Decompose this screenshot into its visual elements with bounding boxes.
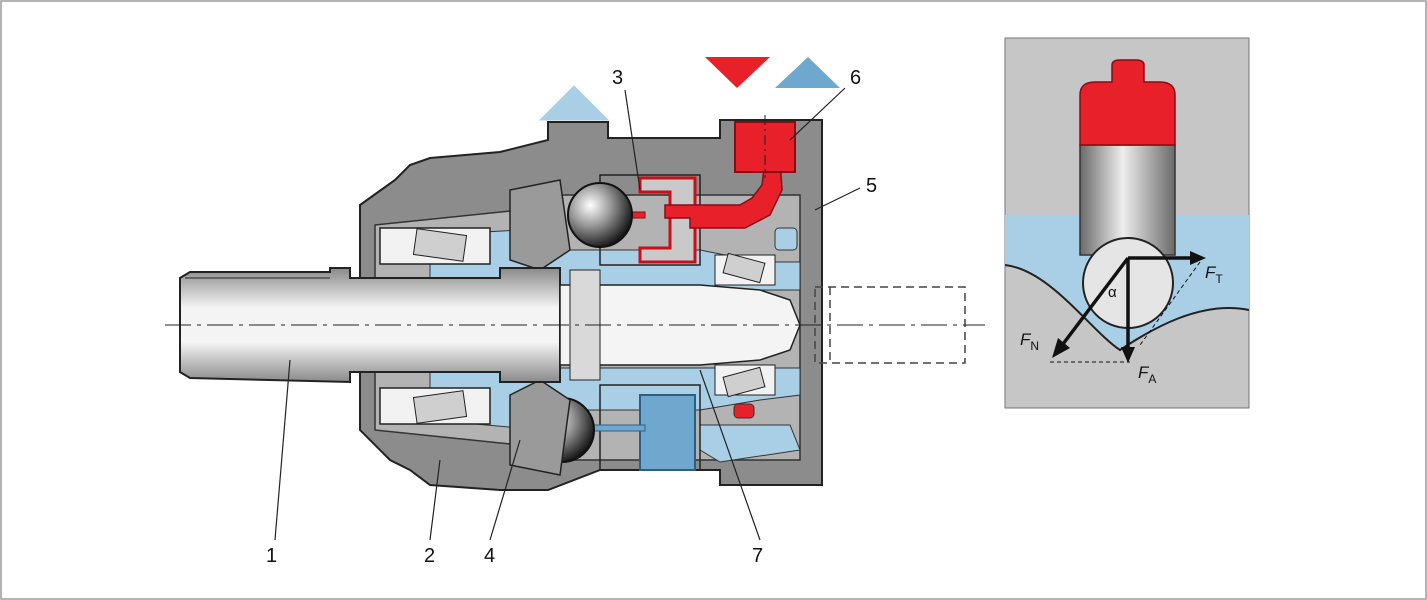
front-bearing-bottom [379, 387, 491, 425]
ball-piston-top [567, 182, 633, 248]
blue-triangle-up-left [538, 85, 610, 121]
front-bearing-top [379, 227, 491, 265]
red-triangle-down [705, 57, 770, 88]
label-5: 5 [866, 175, 877, 197]
force-detail-panel: α FN FA FT [1004, 37, 1250, 409]
label-4: 4 [484, 545, 495, 567]
label-7: 7 [752, 545, 763, 567]
force-fa-label: FA [1138, 363, 1156, 386]
force-arrowheads [1052, 251, 1206, 363]
label-2: 2 [424, 545, 435, 567]
output-shaft [179, 267, 561, 384]
small-port-blue [774, 227, 798, 251]
detail-piston-pressure-cap [1079, 59, 1176, 146]
cam-curve [1004, 264, 1250, 352]
rear-bearing-bottom [714, 364, 776, 398]
blue-triangle-up-right [775, 57, 840, 88]
rear-bearing-top [714, 252, 776, 286]
motor-cross-section [165, 115, 985, 491]
leader-lines [274, 87, 861, 541]
flow-arrows [538, 57, 840, 121]
label-1: 1 [266, 545, 277, 567]
low-pressure-piston-bottom [639, 394, 696, 471]
small-port-red [733, 403, 755, 419]
angle-alpha: α [1108, 284, 1117, 301]
construction-lines [1050, 261, 1201, 363]
part-labels: 1 2 4 7 3 6 5 [266, 67, 877, 567]
high-pressure-passage [664, 159, 783, 229]
force-fn-label: FN [1020, 330, 1039, 353]
force-ft-label: FT [1205, 263, 1223, 286]
label-6: 6 [850, 67, 861, 89]
label-3: 3 [612, 67, 623, 89]
force-vectors [1058, 256, 1198, 355]
